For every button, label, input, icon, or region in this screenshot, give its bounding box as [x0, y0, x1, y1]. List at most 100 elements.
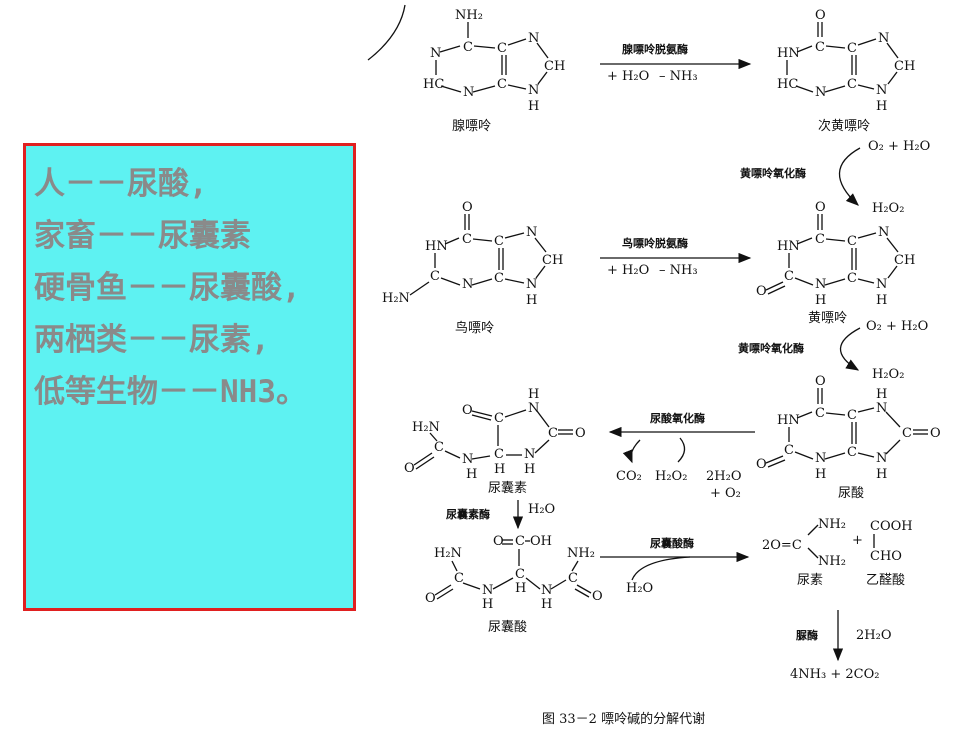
svg-text:C: C	[847, 408, 857, 423]
hypoxanthine-structure: O C HN HC N C C N CH N H 次黄嘌呤	[777, 8, 915, 134]
svg-text:N: N	[876, 401, 887, 416]
reagent-text: 2H₂O	[706, 469, 741, 484]
svg-text:N: N	[482, 583, 493, 598]
uric-acid-label: 尿酸	[838, 486, 864, 501]
svg-text:O: O	[930, 426, 941, 441]
summary-box: 人－－尿酸, 家畜－－尿囊素 硬骨鱼－－尿囊酸, 两栖类－－尿素, 低等生物－－…	[23, 143, 356, 611]
svg-text:H: H	[528, 387, 539, 402]
urea-label: 尿素	[797, 573, 823, 588]
svg-text:C: C	[494, 411, 504, 426]
summary-line-human: 人－－尿酸,	[34, 166, 208, 202]
svg-text:C: C	[847, 77, 857, 92]
reagent-text: H₂O₂	[872, 201, 904, 216]
svg-text:C: C	[497, 41, 507, 56]
reagent-text: H₂O	[626, 581, 653, 596]
svg-text:N: N	[815, 85, 826, 100]
svg-text:H₂N: H₂N	[412, 420, 440, 435]
urea-formula-text: 2O=C	[762, 538, 802, 553]
svg-text:C: C	[434, 440, 444, 455]
svg-text:C: C	[462, 232, 472, 247]
urease-label: 脲酶	[796, 628, 818, 642]
svg-text:COOH: COOH	[870, 519, 913, 534]
adenine-label: 腺嘌呤	[452, 118, 491, 134]
svg-text:N: N	[876, 451, 887, 466]
summary-line-lower-organisms: 低等生物－－NH3。	[34, 374, 307, 410]
allantoic-acid-structure: O C OH H₂N NH₂ C C H C N H N H O O	[425, 534, 603, 635]
svg-text:H: H	[466, 467, 477, 482]
svg-text:CHO: CHO	[870, 549, 902, 564]
svg-text:O: O	[756, 457, 767, 472]
svg-text:O: O	[756, 284, 767, 299]
reagent-text: + O₂	[710, 486, 741, 501]
svg-text:C: C	[784, 269, 794, 284]
svg-text:O: O	[815, 200, 826, 215]
allantoicase-label: 尿囊酸酶	[650, 536, 694, 550]
svg-text:H₂N: H₂N	[382, 291, 410, 306]
xanthine-oxidase-label-1: 黄嘌呤氧化酶	[740, 166, 806, 180]
svg-text:HN: HN	[777, 46, 800, 61]
svg-text:H: H	[494, 462, 505, 477]
adenine-deaminase-label: 腺嘌呤脱氨酶	[622, 42, 688, 56]
svg-text:N: N	[876, 277, 887, 292]
svg-text:NH₂: NH₂	[818, 517, 846, 532]
svg-text:N: N	[528, 31, 539, 46]
svg-text:HC: HC	[777, 77, 798, 92]
svg-text:O: O	[815, 8, 826, 23]
xanthine-oxidase-arrow-1	[838, 147, 861, 206]
svg-text:N: N	[462, 452, 473, 467]
reagent-text: CO₂	[616, 469, 642, 484]
svg-text:CH: CH	[544, 59, 565, 74]
svg-text:O: O	[462, 403, 473, 418]
svg-text:HN: HN	[425, 239, 448, 254]
svg-text:C: C	[902, 426, 912, 441]
svg-text:H: H	[524, 462, 535, 477]
allantoinase-label: 尿囊素酶	[446, 507, 490, 521]
svg-text:H: H	[876, 467, 887, 482]
svg-text:H: H	[526, 293, 537, 308]
plus-sign: +	[852, 533, 863, 548]
svg-text:N: N	[463, 85, 474, 100]
svg-text:O: O	[462, 200, 473, 215]
allantoic-acid-label: 尿囊酸	[488, 619, 527, 635]
svg-text:NH₂: NH₂	[567, 546, 595, 561]
svg-text:H: H	[528, 99, 539, 114]
reagent-text: 2H₂O	[856, 628, 891, 643]
xanthine-label: 黄嘌呤	[808, 310, 847, 326]
svg-text:N: N	[524, 447, 535, 462]
urea-glyoxylate-structure: NH₂ 2O=C NH₂ + COOH CHO 尿素 乙醛酸	[762, 517, 913, 588]
water-input-curve	[631, 556, 691, 581]
guanine-structure: O C HN C N C C N CH N H H₂N 鸟嘌	[382, 200, 563, 336]
svg-text:C: C	[463, 40, 473, 55]
svg-text:H₂N: H₂N	[434, 546, 462, 561]
reagent-text: – NH₃	[659, 263, 698, 278]
svg-text:NH₂: NH₂	[455, 8, 483, 23]
svg-text:O: O	[815, 374, 826, 389]
allantoin-label: 尿囊素	[488, 480, 527, 496]
svg-text:N: N	[462, 277, 473, 292]
svg-text:C: C	[847, 445, 857, 460]
adenine-structure: NH₂ C N HC N C C N CH N H 腺嘌呤	[423, 8, 565, 134]
reagent-text: O₂ + H₂O	[866, 319, 928, 334]
svg-text:C: C	[548, 426, 558, 441]
svg-text:H: H	[815, 467, 826, 482]
hypoxanthine-label: 次黄嘌呤	[818, 118, 870, 134]
reagent-text: – NH₃	[659, 69, 698, 84]
summary-line-bony-fish: 硬骨鱼－－尿囊酸,	[34, 270, 301, 306]
svg-text:CH: CH	[894, 253, 915, 268]
svg-text:N: N	[815, 451, 826, 466]
svg-text:HN: HN	[777, 413, 800, 428]
reagent-text: H₂O₂	[655, 469, 687, 484]
svg-text:H: H	[482, 597, 493, 612]
svg-text:N: N	[528, 401, 539, 416]
reagent-text: H₂O	[528, 502, 555, 517]
allantoin-structure: H N O C C O C H N H N H C H₂N O	[404, 387, 586, 496]
svg-text:HN: HN	[777, 239, 800, 254]
svg-text:N: N	[528, 83, 539, 98]
svg-text:C: C	[494, 234, 504, 249]
svg-text:N: N	[878, 225, 889, 240]
svg-text:C: C	[430, 269, 440, 284]
reagent-text: O₂ + H₂O	[868, 139, 930, 154]
svg-text:H: H	[541, 597, 552, 612]
